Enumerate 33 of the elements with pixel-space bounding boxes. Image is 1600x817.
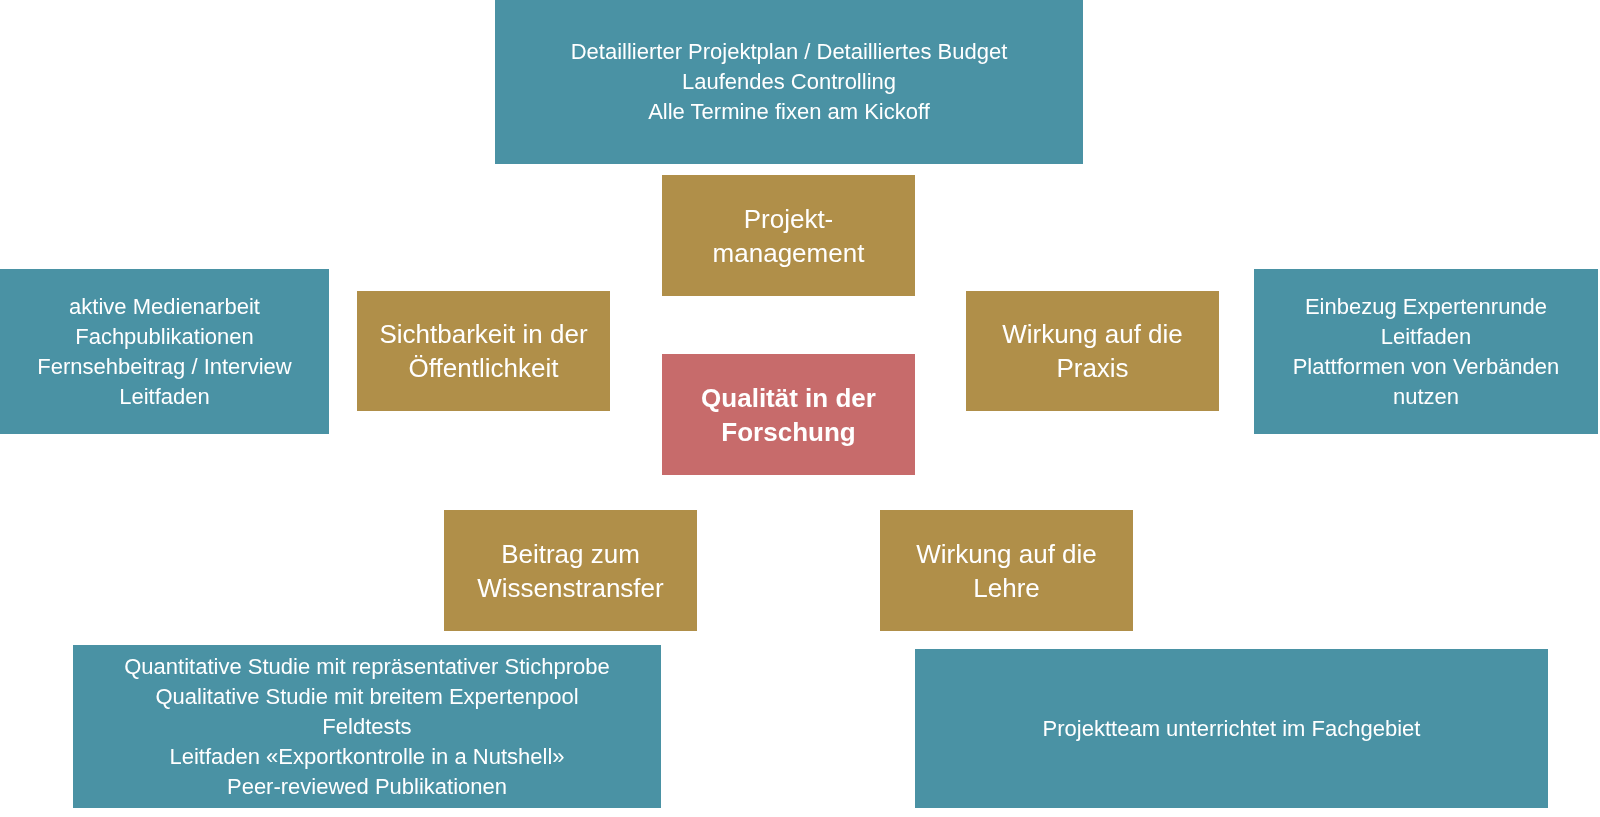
item-list-box — [1254, 269, 1598, 434]
topic-label: Beitrag zum Wissenstransfer — [476, 537, 665, 605]
list-item-text: Quantitative Studie mit repräsentativer Stichprobe — [124, 652, 610, 681]
topic-box — [880, 510, 1133, 631]
topic-label: Projekt- management — [711, 202, 866, 270]
core-topic-label: Qualität in der Forschung — [700, 381, 877, 449]
item-list-box — [495, 0, 1083, 164]
topic-label: Sichtbarkeit in der Öffentlichkeit — [378, 318, 589, 385]
topic-box — [662, 175, 915, 296]
topic-box — [444, 510, 697, 631]
item-list-box — [0, 269, 329, 434]
topic-label: Wirkung auf die Praxis — [1001, 318, 1184, 385]
item-list-box — [73, 645, 661, 808]
core-topic-box — [662, 354, 915, 475]
list-item-text: Projektteam unterrichtet im Fachgebiet — [1042, 714, 1421, 743]
list-item-text: Plattformen von Verbänden nutzen — [1291, 352, 1561, 411]
list-item-text: Leitfaden «Exportkontrolle in a Nutshell» — [169, 742, 565, 771]
topic-box — [357, 291, 610, 411]
list-item-text: Fernsehbeitrag / Interview — [37, 352, 292, 381]
list-item-text: Alle Termine fixen am Kickoff — [648, 98, 930, 126]
topic-box — [966, 291, 1219, 411]
list-item-text: Feldtests — [322, 712, 412, 741]
topic-label: Wirkung auf die Lehre — [915, 537, 1098, 605]
list-item-text: Peer-reviewed Publikationen — [226, 772, 508, 801]
list-item-text: Leitfaden — [1380, 322, 1472, 351]
list-item-text: Detaillierter Projektplan / Detailliertes Budget — [570, 38, 1008, 66]
item-list-box — [915, 649, 1548, 808]
list-item-text: aktive Medienarbeit — [69, 292, 260, 321]
list-item-text: Qualitative Studie mit breitem Expertenpool — [155, 682, 579, 711]
list-item-text: Leitfaden — [119, 382, 210, 411]
list-item-text: Einbezug Expertenrunde — [1304, 292, 1548, 321]
list-item-text: Laufendes Controlling — [681, 68, 896, 96]
list-item-text: Fachpublikationen — [75, 322, 254, 351]
